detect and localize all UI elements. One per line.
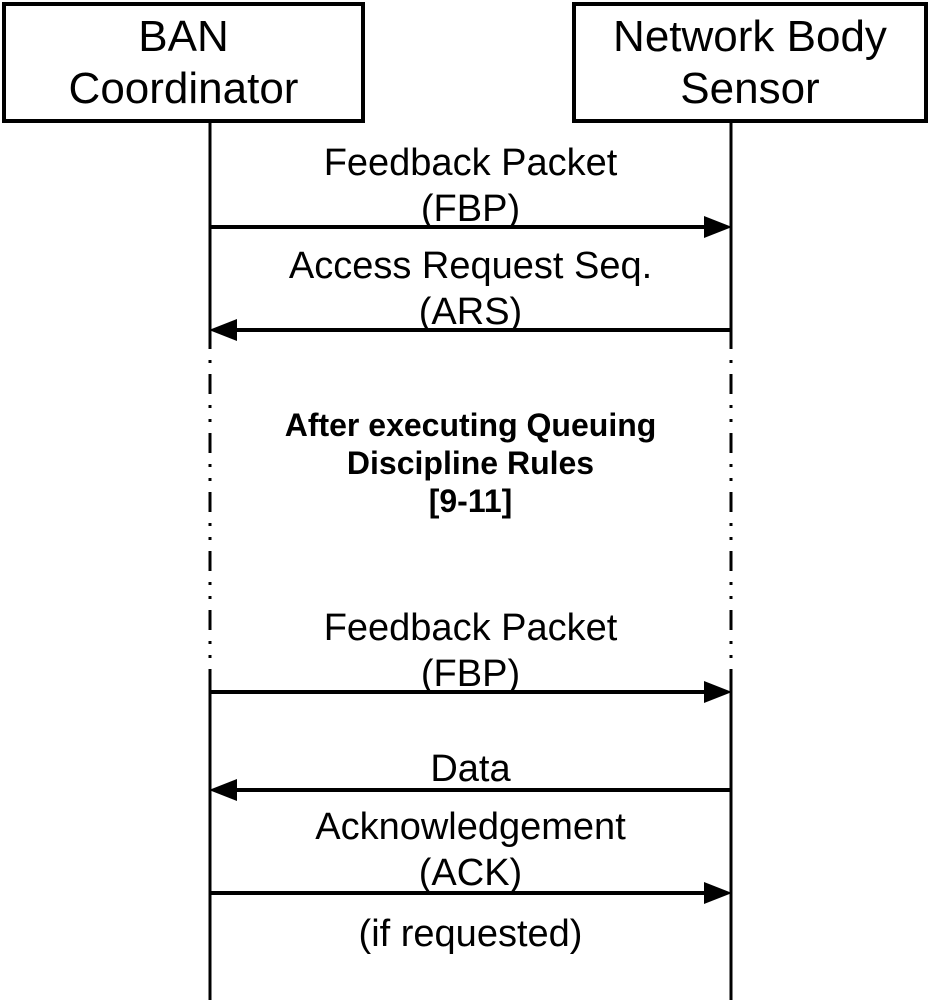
message-label-line: (ACK) — [418, 852, 523, 894]
note-line: After executing Queuing — [284, 407, 657, 443]
arrow-fbp-2 — [210, 681, 732, 703]
arrow-head-right-icon — [704, 882, 732, 904]
footnote-if-requested: (if requested) — [358, 913, 583, 955]
actor-box-network-body-sensor: Network Body Sensor — [572, 2, 928, 123]
arrow-head-right-icon — [704, 681, 732, 703]
message-label-ack: Acknowledgement (ACK) — [210, 804, 731, 896]
arrow-head-left-icon — [209, 779, 237, 801]
message-label-line: Feedback Packet — [323, 142, 618, 184]
actor-label-line: Sensor — [680, 63, 820, 113]
actor-box-ban-coordinator: BAN Coordinator — [2, 2, 365, 123]
actor-label-line: BAN — [138, 11, 229, 61]
arrow-fbp-1 — [210, 216, 732, 238]
message-label-line: (FBP) — [420, 653, 521, 695]
message-label-line: Access Request Seq. — [288, 245, 653, 287]
actor-label-line: Network Body — [613, 11, 887, 61]
arrow-ars — [209, 319, 731, 341]
note-queuing-discipline: After executing Queuing Discipline Rules… — [210, 406, 731, 520]
message-label-line: (ARS) — [418, 291, 523, 333]
message-label-line: Feedback Packet — [323, 607, 618, 649]
note-line: [9-11] — [428, 483, 513, 519]
message-label-fbp-1: Feedback Packet (FBP) — [210, 140, 731, 232]
message-label-line: Acknowledgement — [315, 806, 626, 848]
message-label-line: Data — [430, 748, 511, 790]
arrow-head-left-icon — [209, 319, 237, 341]
message-label-fbp-2: Feedback Packet (FBP) — [210, 605, 731, 697]
arrow-head-right-icon — [704, 216, 732, 238]
message-label-data: Data — [210, 746, 731, 792]
note-line: Discipline Rules — [346, 445, 595, 481]
actor-label-line: Coordinator — [68, 63, 299, 113]
message-label-ars: Access Request Seq. (ARS) — [210, 243, 731, 335]
message-label-line: (FBP) — [420, 188, 521, 230]
arrow-data — [209, 779, 731, 801]
arrow-ack — [210, 882, 732, 904]
